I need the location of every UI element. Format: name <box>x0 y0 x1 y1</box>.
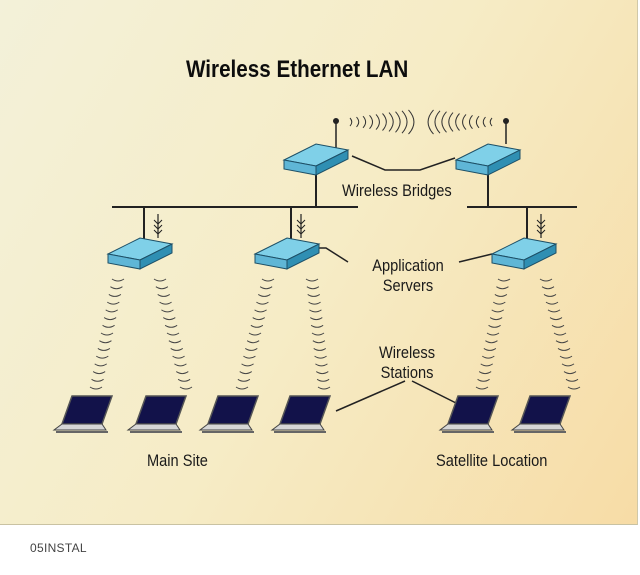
radio-waves-right-bridge <box>427 109 493 135</box>
laptop-satellite-1 <box>438 395 500 433</box>
laptop-main-site-4 <box>270 395 332 433</box>
wireless-bridge-left <box>282 143 350 176</box>
servers-callout-right <box>458 253 493 263</box>
bridges-callout <box>351 155 456 171</box>
wireless-bridge-right <box>454 143 522 176</box>
stations-callout-left <box>335 380 406 412</box>
radio-waves-server2-b <box>305 278 331 390</box>
figure-caption: 05INSTAL <box>30 541 87 555</box>
radio-waves-server1-b <box>153 278 193 390</box>
application-server-2 <box>253 237 321 270</box>
label-stations: Stations <box>380 363 434 382</box>
label-satellite-location: Satellite Location <box>436 451 548 470</box>
label-application: Application <box>372 256 444 275</box>
label-main-site: Main Site <box>147 451 208 470</box>
laptop-satellite-2 <box>510 395 572 433</box>
radio-waves-left-bridge <box>349 109 415 135</box>
server-antenna-icon-1 <box>153 214 163 238</box>
application-server-1 <box>106 237 174 270</box>
radio-waves-server3-a <box>475 278 511 390</box>
laptop-main-site-2 <box>126 395 188 433</box>
server-antenna-icon-3 <box>536 214 546 238</box>
application-server-3 <box>490 237 558 270</box>
radio-waves-server3-b <box>539 278 581 390</box>
label-servers: Servers <box>382 276 434 295</box>
radio-waves-server2-a <box>235 278 275 390</box>
laptop-main-site-1 <box>52 395 114 433</box>
label-wireless-bridges: Wireless Bridges <box>342 181 452 200</box>
label-wireless: Wireless <box>378 343 436 362</box>
server-antenna-icon-2 <box>296 214 306 238</box>
diagram-title: Wireless Ethernet LAN <box>186 56 409 83</box>
laptop-main-site-3 <box>198 395 260 433</box>
radio-waves-server1-a <box>89 278 125 390</box>
